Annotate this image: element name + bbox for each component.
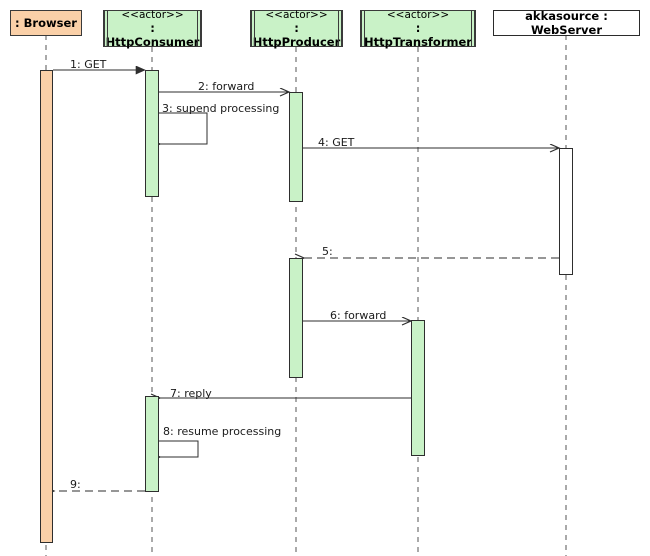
- message-label-3: 3: supend processing: [162, 102, 280, 115]
- lifeline-header-webserver[interactable]: akkasource : WebServer: [493, 9, 640, 37]
- message-arrow-3: [159, 112, 208, 144]
- message-label-7: 7: reply: [170, 387, 212, 400]
- lifeline-stereotype-producer: <<actor>>: [265, 8, 328, 21]
- lifeline-header-producer[interactable]: <<actor>> : HttpProducer: [250, 8, 343, 49]
- message-label-1: 1: GET: [70, 58, 107, 71]
- lifeline-name-consumer: : HttpConsumer: [105, 20, 200, 49]
- activation-bar-producer-1: [289, 92, 303, 202]
- lifeline-stereotype-consumer: <<actor>>: [121, 8, 184, 21]
- message-label-6: 6: forward: [330, 309, 387, 322]
- activation-bar-consumer-2: [145, 396, 159, 492]
- activation-bar-consumer-1: [145, 70, 159, 197]
- lifeline-name-producer: : HttpProducer: [252, 20, 341, 49]
- activation-bar-browser: [40, 70, 53, 543]
- lifeline-name-webserver: akkasource : WebServer: [525, 9, 608, 37]
- lifeline-stereotype-transformer: <<actor>>: [386, 8, 450, 21]
- message-label-4: 4: GET: [318, 136, 355, 149]
- activation-bar-webserver-1: [559, 148, 573, 275]
- message-label-5: 5:: [322, 245, 333, 258]
- activation-bar-transformer-1: [411, 320, 425, 456]
- activation-bar-producer-2: [289, 258, 303, 378]
- lifeline-header-transformer[interactable]: <<actor>> : HttpTransformer: [360, 8, 476, 49]
- message-label-9: 9:: [70, 478, 81, 491]
- message-arrow-8: [159, 440, 199, 457]
- lifeline-name-transformer: : HttpTransformer: [364, 20, 472, 49]
- lifeline-header-browser[interactable]: : Browser: [10, 10, 82, 36]
- lifeline-header-consumer[interactable]: <<actor>> : HttpConsumer: [103, 8, 202, 49]
- message-label-8: 8: resume processing: [163, 425, 282, 438]
- message-label-2: 2: forward: [198, 80, 255, 93]
- lifeline-name-browser: : Browser: [15, 16, 77, 30]
